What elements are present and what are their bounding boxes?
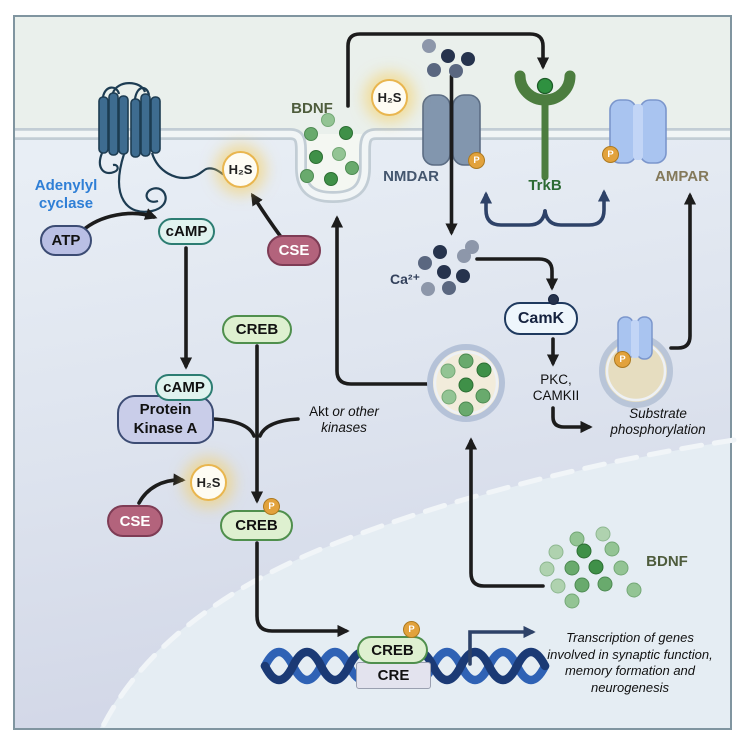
h2s-molecule-upper: H₂S <box>222 151 259 188</box>
plasma-membrane-core <box>15 130 730 201</box>
h2s-molecule-lower: H₂S <box>190 464 227 501</box>
ampar-in-vesicle <box>617 316 653 360</box>
ampar-receptor <box>609 99 667 164</box>
nmdar-receptor <box>422 94 481 166</box>
bdnf-vesicle <box>427 344 505 422</box>
h2s-molecule-top: H₂S <box>371 79 408 116</box>
trkb-receptor <box>514 70 576 181</box>
pkc-camkii-label: PKC, CAMKII <box>532 372 580 404</box>
membrane-pit-fill <box>301 134 365 197</box>
creb-node: CREB <box>222 315 292 344</box>
bdnf-nuclear-label: BDNF <box>646 553 688 570</box>
calcium-label: Ca²⁺ <box>390 271 420 287</box>
creb-phospho-node: CREB <box>220 510 293 541</box>
pathway-arrows <box>80 32 697 638</box>
bdnf-ligand-in-trkb <box>536 77 554 95</box>
phospho-badge-ampar: P <box>602 146 619 163</box>
cse-upper-node: CSE <box>267 235 321 266</box>
camp-bound-node: cAMP <box>155 374 213 401</box>
camk-node: CamK <box>504 302 578 335</box>
phospho-badge-creb-dna: P <box>403 621 420 638</box>
trkb-label: TrkB <box>528 177 562 194</box>
transcription-start-arrow <box>468 625 536 666</box>
calcium-extracellular-dots <box>422 39 475 78</box>
protein-kinase-a-node: Protein Kinase A <box>117 395 214 444</box>
creb-on-dna-node: CREB <box>357 636 428 664</box>
nmdar-label: NMDAR <box>383 168 439 185</box>
atp-node: ATP <box>40 225 92 256</box>
ampar-vesicle <box>599 316 673 408</box>
bdnf-nuclear-dots <box>539 526 642 609</box>
phospho-badge-vesicle: P <box>614 351 631 368</box>
nucleus-region <box>100 441 730 728</box>
camp-node: cAMP <box>158 218 215 245</box>
nuclear-envelope-dashed <box>98 437 737 733</box>
calcium-dot-on-camk <box>548 294 559 305</box>
adenylyl-cyclase-tail <box>98 152 232 213</box>
cse-lower-node: CSE <box>107 505 163 537</box>
substrate-phosphorylation-label: Substrate phosphorylation <box>610 406 706 438</box>
trkb-crosstalk-arrows <box>479 189 611 227</box>
bdnf-top-label: BDNF <box>291 100 333 117</box>
cre-element-box: CRE <box>356 662 431 689</box>
calcium-intracellular-dots <box>418 240 479 296</box>
ampar-label: AMPAR <box>655 168 709 185</box>
phospho-badge-nmdar: P <box>468 152 485 169</box>
phospho-badge-creb: P <box>263 498 280 515</box>
adenylyl-cyclase-receptor <box>98 82 232 213</box>
akt-other-kinases-label: Akt or other kinases <box>309 404 379 436</box>
transcription-caption: Transcription of genes involved in synap… <box>547 630 713 695</box>
adenylyl-cyclase-label: Adenylyl cyclase <box>34 177 98 212</box>
bdnf-secreted-dots <box>300 113 359 186</box>
